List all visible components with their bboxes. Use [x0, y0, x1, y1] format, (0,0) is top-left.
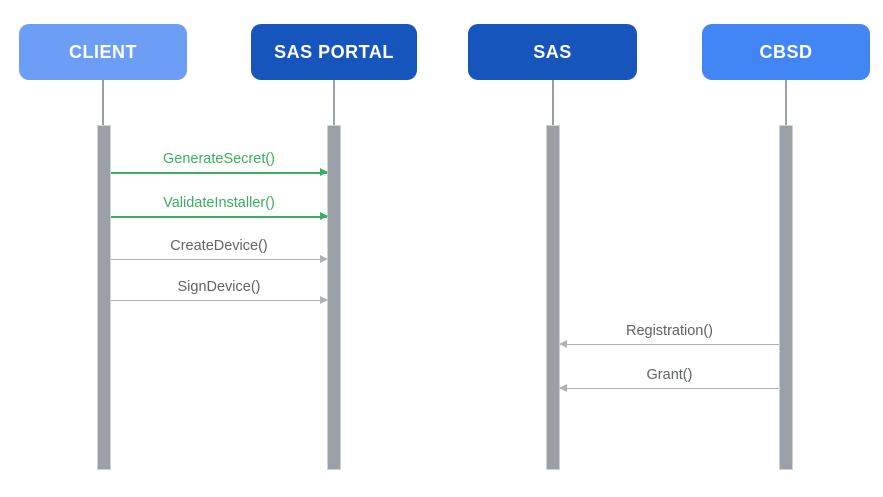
message-line	[560, 387, 779, 389]
message-generate-secret: GenerateSecret()	[111, 147, 328, 177]
actor-box-sas-portal: SAS PORTAL	[251, 24, 417, 80]
message-label: Grant()	[646, 367, 693, 383]
activation-bar-client	[97, 125, 111, 470]
message-line	[111, 215, 327, 218]
lifeline-sas	[552, 80, 554, 126]
lifeline-client	[102, 80, 104, 126]
lifeline-sas-portal	[333, 80, 335, 126]
actor-box-client: CLIENT	[19, 24, 187, 80]
message-label: Registration()	[625, 323, 714, 339]
arrow-right-icon	[320, 255, 328, 263]
arrow-right-icon	[320, 212, 328, 220]
message-registration: Registration()	[559, 319, 779, 349]
message-line	[111, 258, 327, 260]
message-line	[560, 343, 779, 345]
arrow-left-icon	[559, 340, 567, 348]
arrow-left-icon	[559, 384, 567, 392]
message-create-device: CreateDevice()	[111, 234, 328, 264]
message-line	[111, 171, 327, 174]
arrow-right-icon	[320, 296, 328, 304]
activation-bar-cbsd	[779, 125, 793, 470]
message-label: CreateDevice()	[170, 238, 268, 254]
message-line	[111, 299, 327, 301]
actor-box-sas: SAS	[468, 24, 637, 80]
actor-box-cbsd: CBSD	[702, 24, 870, 80]
message-label: GenerateSecret()	[162, 151, 276, 167]
activation-bar-sas-portal	[327, 125, 341, 470]
message-sign-device: SignDevice()	[111, 275, 328, 305]
message-label: ValidateInstaller()	[163, 195, 275, 211]
message-grant: Grant()	[559, 363, 779, 393]
lifeline-cbsd	[785, 80, 787, 126]
message-validate-installer: ValidateInstaller()	[111, 191, 328, 221]
arrow-right-icon	[320, 168, 328, 176]
activation-bar-sas	[546, 125, 560, 470]
message-label: SignDevice()	[177, 279, 261, 295]
